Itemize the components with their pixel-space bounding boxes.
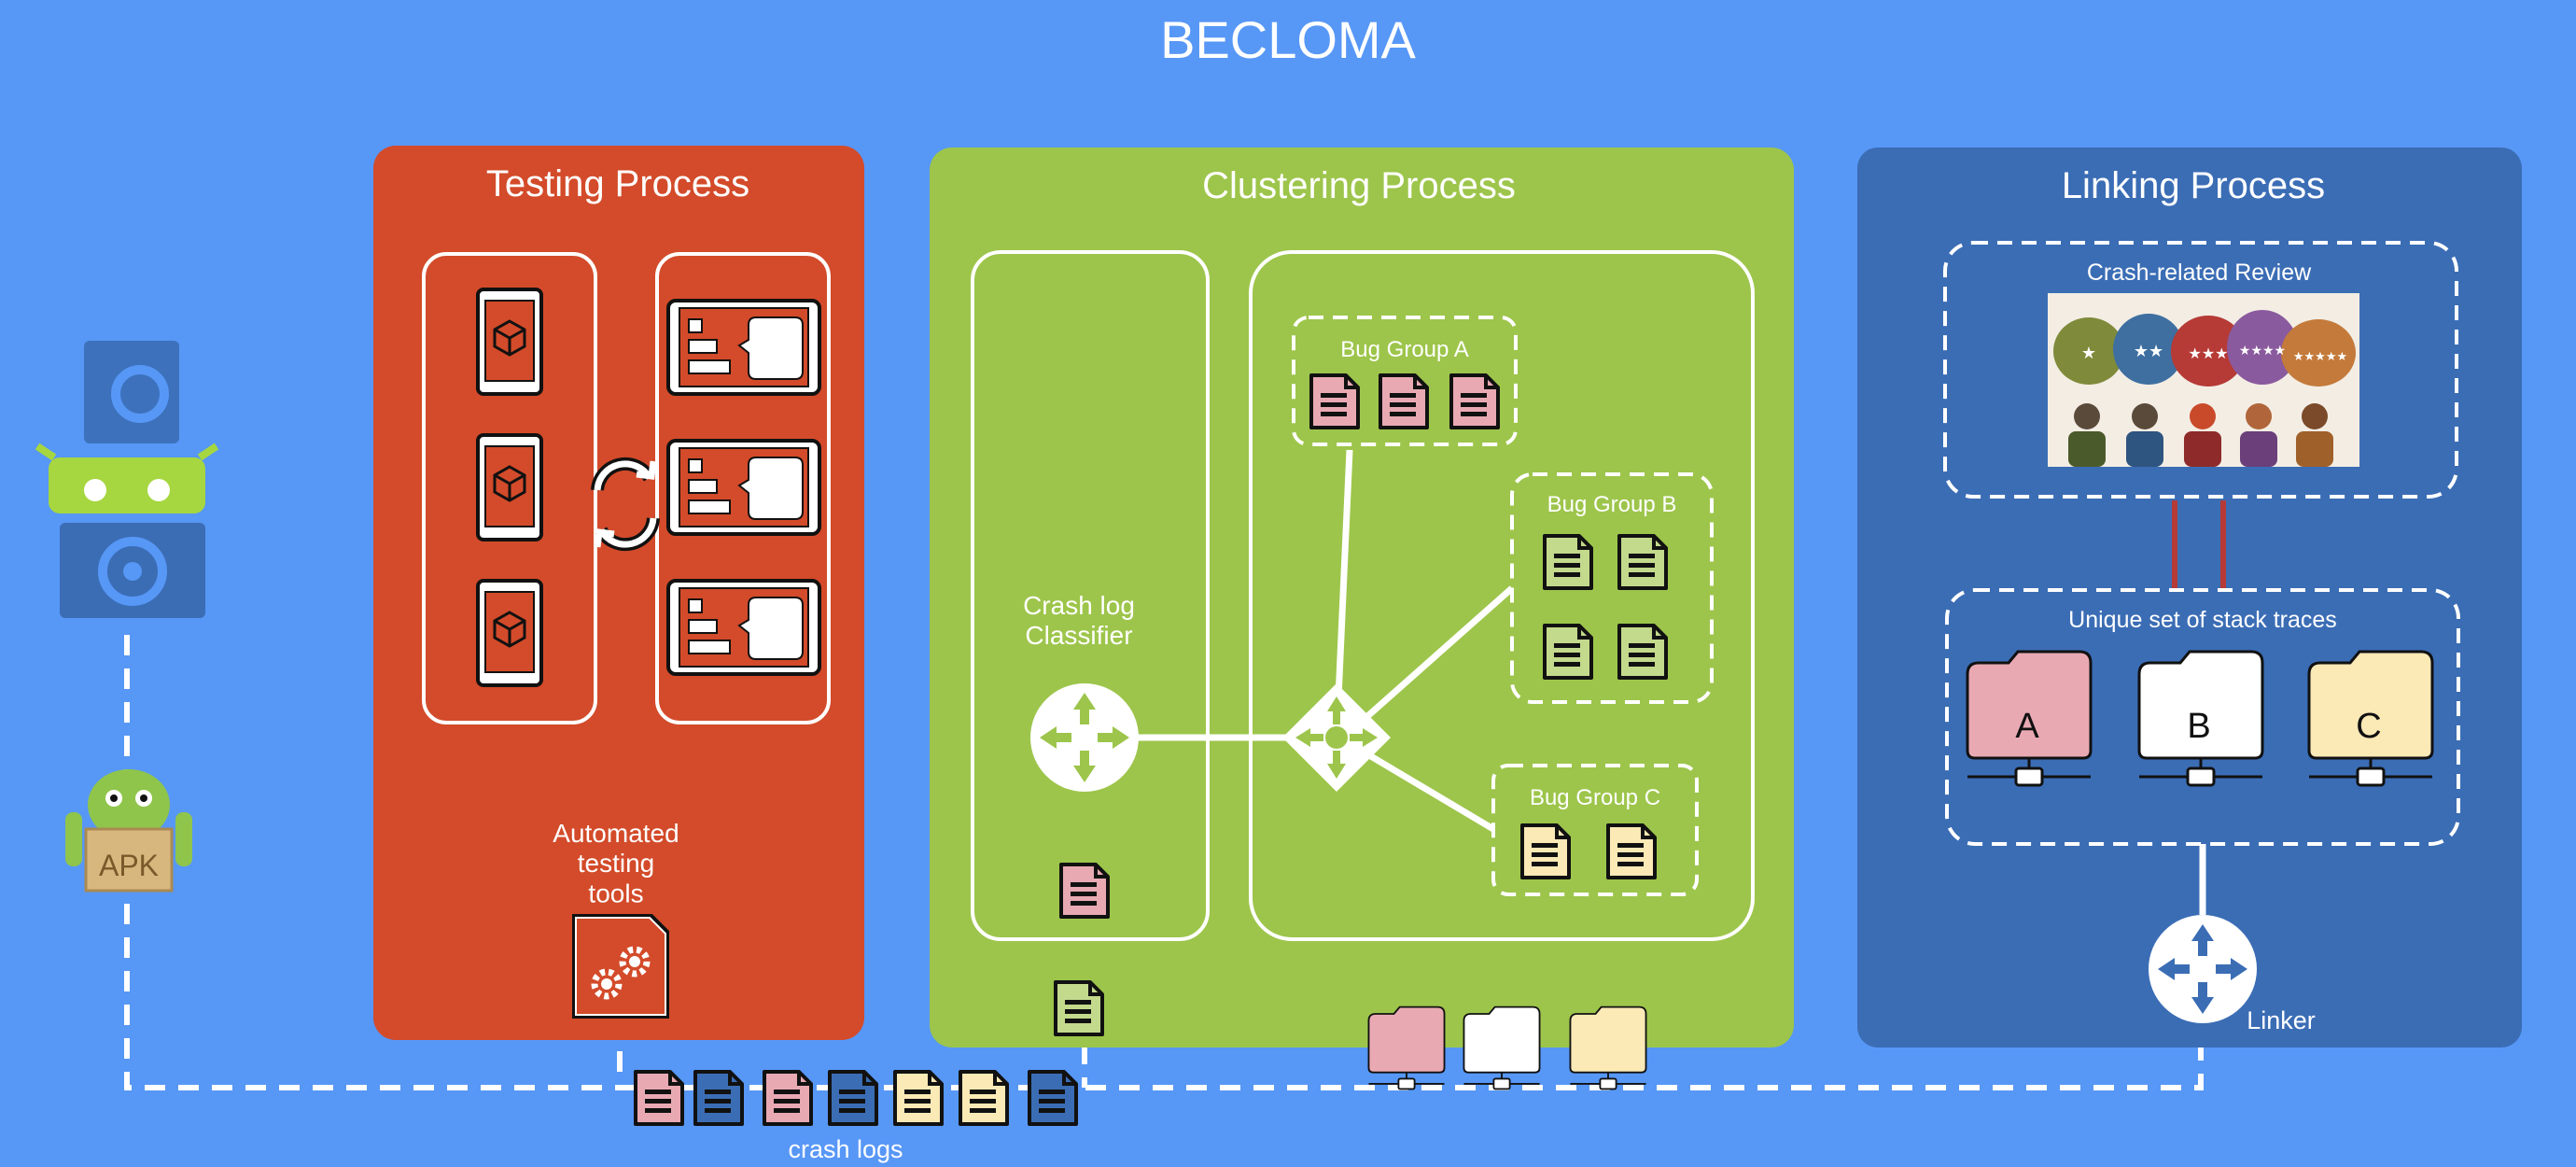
review-label: Crash-related Review xyxy=(2087,260,2312,286)
phone-with-app-icon xyxy=(476,288,543,687)
crash-logs-label: crash logs xyxy=(788,1135,903,1163)
log-file-icon xyxy=(1311,375,1498,428)
linking-title: Linking Process xyxy=(2062,165,2325,206)
bug-group-b-label: Bug Group B xyxy=(1547,492,1677,517)
router-icon xyxy=(2149,915,2257,1023)
router-icon xyxy=(1030,683,1139,792)
review-stars-4: ★★★★ xyxy=(2239,344,2286,359)
network-folder-icon xyxy=(1367,1005,1647,1090)
speech-bubbles-people-icon: ★ ★★ ★★★ ★★★★ ★★★★★ xyxy=(2048,293,2359,467)
bug-group-c-label: Bug Group C xyxy=(1530,785,1660,810)
linker-label: Linker xyxy=(2247,1006,2316,1034)
traces-label: Unique set of stack traces xyxy=(2068,607,2337,633)
apk-label: APK xyxy=(99,849,159,882)
cluster-connections xyxy=(1137,449,1515,833)
label-line: testing xyxy=(578,849,655,878)
crash-log-icon xyxy=(695,1072,742,1124)
review-stars-1: ★ xyxy=(2081,344,2096,363)
crash-logs xyxy=(636,1072,1076,1124)
review-stars-5: ★★★★★ xyxy=(2293,350,2347,364)
crash-log-icon xyxy=(636,1072,682,1124)
refresh-icon-inner xyxy=(594,460,657,548)
log-file-icon xyxy=(1061,865,1108,917)
page-title: BECLOMA xyxy=(1160,10,1416,69)
folder-c-label: C xyxy=(2356,707,2381,746)
crash-log-icon xyxy=(1029,1072,1076,1124)
review-stars-2: ★★ xyxy=(2134,342,2163,361)
log-file-icon xyxy=(1056,982,1102,1034)
linking-panel: Linking Process Crash-related Review ★ ★… xyxy=(1857,148,2522,1047)
android-studio-icon xyxy=(35,341,219,618)
crash-log-icon xyxy=(830,1072,876,1124)
crash-log-icon xyxy=(764,1072,811,1124)
testing-panel: Testing Process xyxy=(373,146,864,1040)
bug-group-b-box xyxy=(1510,472,1714,704)
tablet-ui-icon xyxy=(666,299,821,676)
clustering-title: Clustering Process xyxy=(1202,165,1516,206)
review-stars-3: ★★★ xyxy=(2188,344,2228,362)
folder-a-label: A xyxy=(2015,707,2039,746)
hub-icon xyxy=(1282,683,1391,792)
folder-b-label: B xyxy=(2187,707,2210,746)
review-box xyxy=(1943,241,2458,499)
android-apk-icon: APK xyxy=(65,769,192,893)
bug-group-c-box xyxy=(1491,764,1699,896)
crash-log-icon xyxy=(895,1072,942,1124)
review-trace-links xyxy=(2172,500,2226,588)
crash-log-icon xyxy=(960,1072,1007,1124)
gears-document-icon xyxy=(572,914,669,1019)
testing-title: Testing Process xyxy=(486,163,749,204)
label-line: Crash log xyxy=(1023,591,1135,620)
bug-group-a-label: Bug Group A xyxy=(1340,337,1468,362)
label-line: Classifier xyxy=(1025,621,1132,650)
label-line: tools xyxy=(588,879,643,907)
label-line: Automated xyxy=(553,819,679,848)
traces-box xyxy=(1945,588,2460,846)
